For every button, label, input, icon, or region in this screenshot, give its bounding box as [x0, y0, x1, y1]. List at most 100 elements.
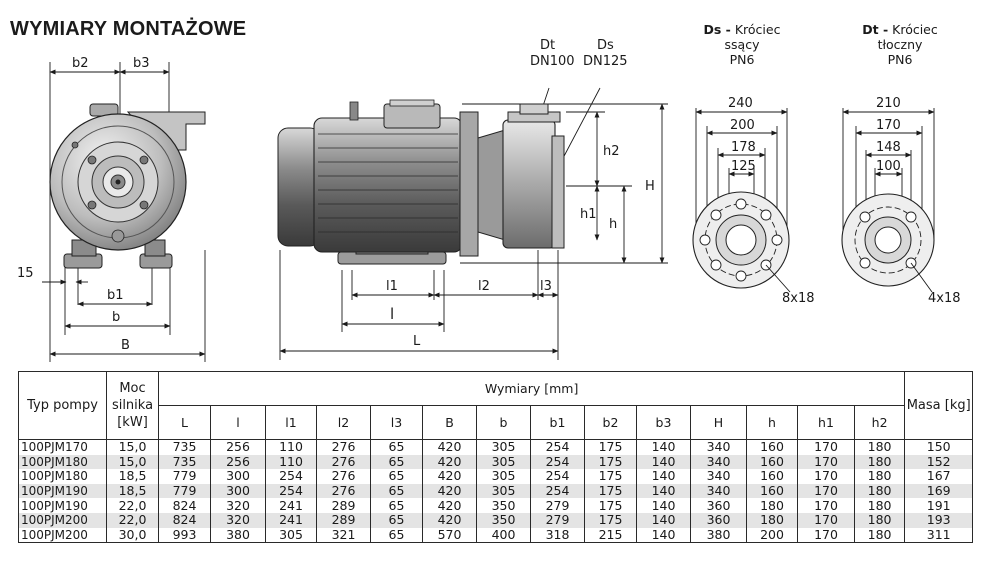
- table-cell: 140: [636, 439, 691, 455]
- table-cell: 350: [476, 512, 531, 528]
- label-dn100: DN100: [530, 54, 575, 69]
- column-header: h: [746, 405, 798, 440]
- table-cell: 175: [584, 512, 637, 528]
- header-wymiary: Wymiary [mm]: [157, 371, 906, 406]
- column-header: l3: [370, 405, 423, 440]
- table-cell: 100PJM200: [18, 527, 107, 544]
- table-cell: 140: [636, 512, 691, 528]
- suction-heading-bold: Ds -: [703, 22, 731, 37]
- table-cell: 289: [316, 512, 371, 528]
- table-cell: 170: [797, 483, 855, 499]
- column-header: H: [690, 405, 747, 440]
- table-cell: 420: [422, 483, 477, 499]
- table-cell: 276: [316, 454, 371, 470]
- suction-flange-heading: Ds - Króciec ssący PN6: [690, 22, 794, 67]
- table-cell: 300: [210, 483, 266, 499]
- header-masa: Masa [kg]: [904, 371, 974, 440]
- table-cell: 18,5: [106, 469, 159, 484]
- table-cell: 110: [265, 439, 317, 455]
- dim-suction-bore: 125: [731, 159, 756, 174]
- dim-b1: b1: [107, 288, 124, 303]
- header-moc: Moc silnika [kW]: [106, 371, 159, 440]
- table-cell: 279: [530, 498, 585, 513]
- table-cell: 191: [904, 498, 974, 513]
- dim-b: b: [112, 310, 120, 325]
- table-cell: 169: [904, 483, 974, 499]
- table-cell: 100PJM170: [18, 439, 107, 455]
- dim-suction-raised: 178: [731, 140, 756, 155]
- table-cell: 420: [422, 454, 477, 470]
- label-dt: Dt: [540, 38, 555, 53]
- table-cell: 360: [690, 512, 747, 528]
- dim-15: 15: [17, 266, 34, 281]
- table-cell: 170: [797, 469, 855, 484]
- table-cell: 170: [797, 454, 855, 470]
- table-cell: 180: [853, 469, 906, 484]
- table-cell: 276: [316, 469, 371, 484]
- dim-suction-outer: 240: [728, 96, 753, 111]
- table-cell: 305: [476, 454, 531, 470]
- table-cell: 180: [853, 498, 906, 513]
- table-cell: 420: [422, 498, 477, 513]
- table-cell: 152: [904, 454, 974, 470]
- table-cell: 160: [746, 469, 798, 484]
- table-cell: 320: [210, 512, 266, 528]
- column-header: l2: [316, 405, 371, 440]
- table-cell: 65: [370, 454, 423, 470]
- dimensions-table: Typ pompy Moc silnika [kW] Wymiary [mm] …: [18, 371, 974, 544]
- dim-discharge-raised: 148: [876, 140, 901, 155]
- dim-discharge-holes: 4x18: [928, 291, 961, 306]
- table-cell: 824: [158, 498, 211, 513]
- discharge-heading-type: tłoczny: [877, 37, 923, 52]
- table-cell: 167: [904, 469, 974, 484]
- table-cell: 241: [265, 498, 317, 513]
- table-cell: 160: [746, 439, 798, 455]
- table-cell: 400: [476, 527, 531, 544]
- table-cell: 100PJM180: [18, 454, 107, 470]
- table-cell: 279: [530, 512, 585, 528]
- column-header: l: [210, 405, 266, 440]
- column-header: l1: [265, 405, 317, 440]
- dim-l: l: [390, 305, 394, 323]
- table-cell: 180: [853, 527, 906, 544]
- table-cell: 305: [265, 527, 317, 544]
- table-cell: 420: [422, 469, 477, 484]
- suction-heading-pn: PN6: [729, 52, 755, 67]
- table-cell: 305: [476, 469, 531, 484]
- table-cell: 254: [530, 483, 585, 499]
- table-cell: 241: [265, 512, 317, 528]
- dim-H: H: [645, 179, 655, 194]
- table-cell: 175: [584, 469, 637, 484]
- column-header: b: [476, 405, 531, 440]
- table-cell: 150: [904, 439, 974, 455]
- pump-side-body: [277, 99, 565, 265]
- dim-b2: b2: [72, 56, 89, 71]
- table-cell: 735: [158, 454, 211, 470]
- table-cell: 170: [797, 527, 855, 544]
- discharge-heading-pn: PN6: [887, 52, 913, 67]
- table-cell: 160: [746, 454, 798, 470]
- table-cell: 993: [158, 527, 211, 544]
- page-title: WYMIARY MONTAŻOWE: [10, 18, 247, 40]
- table-cell: 170: [797, 512, 855, 528]
- table-cell: 256: [210, 454, 266, 470]
- dim-L: L: [413, 334, 421, 349]
- dim-l1: l1: [386, 279, 398, 294]
- table-cell: 30,0: [106, 527, 159, 544]
- table-cell: 254: [265, 469, 317, 484]
- table-cell: 254: [265, 483, 317, 499]
- table-cell: 140: [636, 527, 691, 544]
- label-ds: Ds: [597, 38, 614, 53]
- table-cell: 276: [316, 483, 371, 499]
- table-cell: 65: [370, 469, 423, 484]
- header-typ: Typ pompy: [18, 371, 107, 440]
- table-cell: 311: [904, 527, 974, 544]
- table-cell: 318: [530, 527, 585, 544]
- table-cell: 215: [584, 527, 637, 544]
- column-header: h1: [797, 405, 855, 440]
- table-cell: 22,0: [106, 498, 159, 513]
- table-cell: 140: [636, 498, 691, 513]
